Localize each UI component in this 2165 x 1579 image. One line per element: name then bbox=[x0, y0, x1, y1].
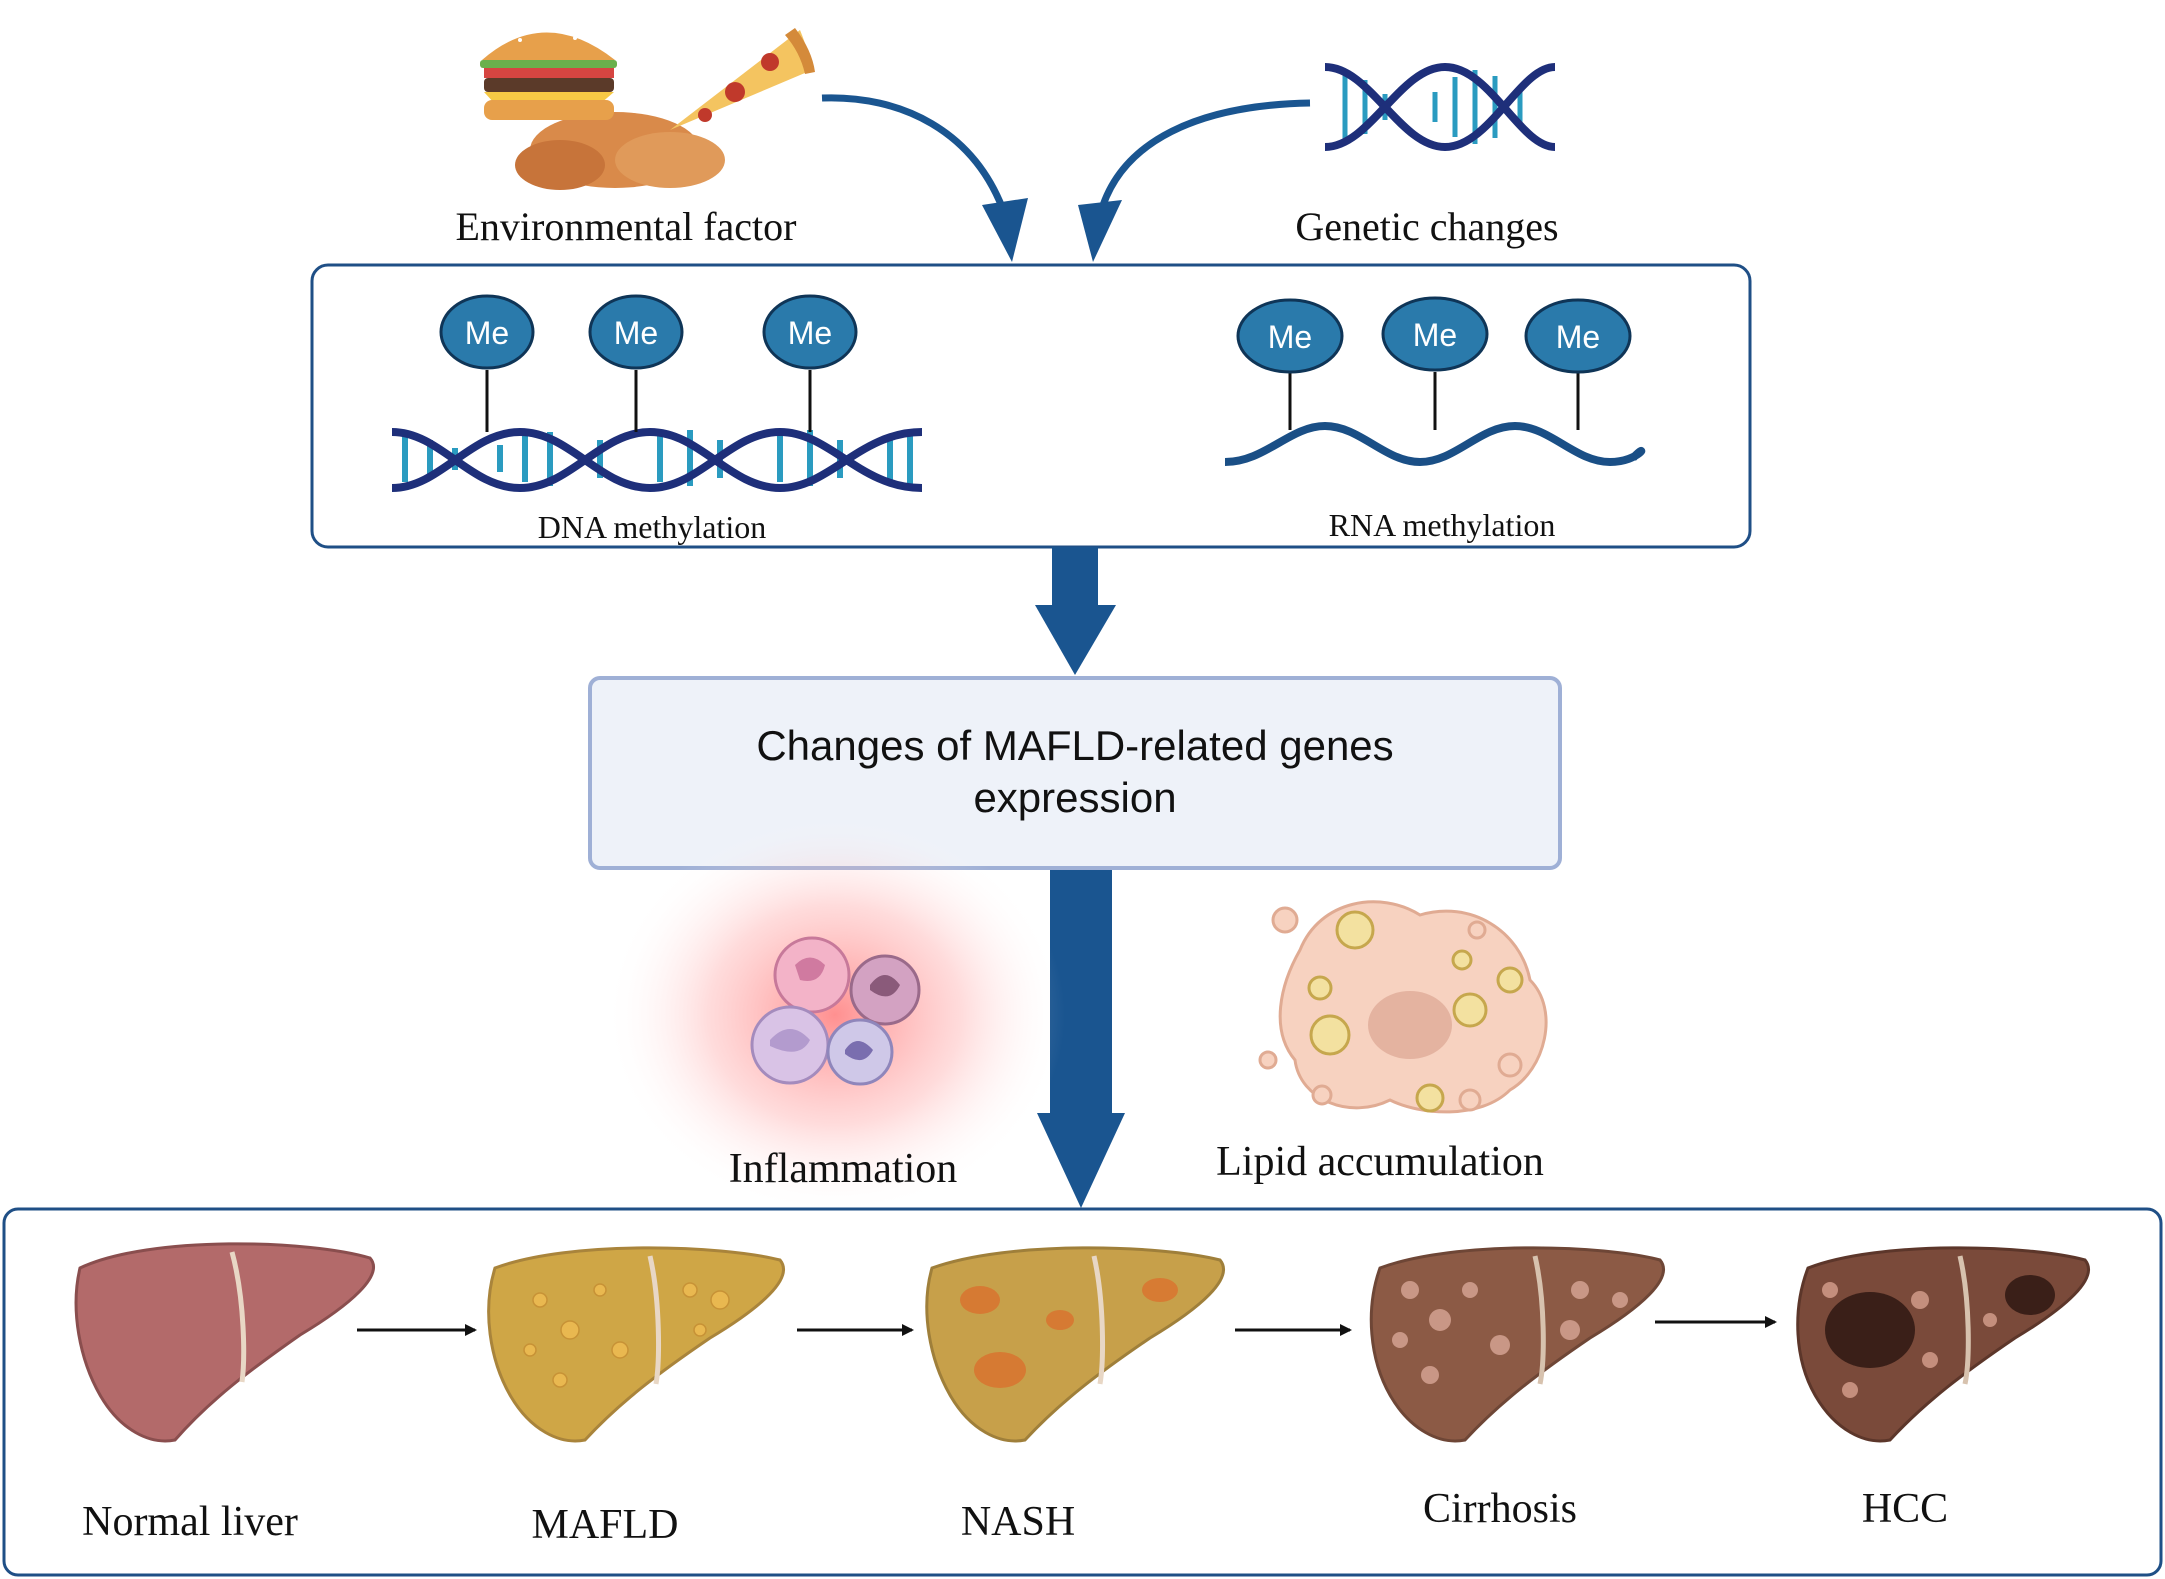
me-badge: Me bbox=[762, 294, 858, 370]
svg-text:Me: Me bbox=[614, 315, 658, 351]
genetic-changes-label: Genetic changes bbox=[1295, 204, 1558, 249]
dna-methylation-label: DNA methylation bbox=[538, 509, 766, 545]
inflammation-label: Inflammation bbox=[729, 1146, 958, 1192]
cirrhosis-liver-icon bbox=[1369, 1246, 1665, 1443]
svg-text:Me: Me bbox=[465, 315, 509, 351]
dna-me-tags: Me Me Me bbox=[439, 294, 858, 432]
rna-me-tags: Me Me Me bbox=[1236, 296, 1632, 430]
lipid-accumulation-label: Lipid accumulation bbox=[1216, 1139, 1544, 1185]
stage-label-mafld: MAFLD bbox=[531, 1502, 678, 1548]
dna-helix-icon bbox=[1324, 62, 1556, 152]
environmental-factor-label: Environmental factor bbox=[456, 204, 797, 249]
rna-methylation-label: RNA methylation bbox=[1329, 507, 1556, 543]
me-badge: Me bbox=[439, 294, 535, 370]
lipid-cell-icon bbox=[1258, 900, 1548, 1114]
svg-text:Me: Me bbox=[1556, 319, 1600, 355]
mafld-liver-icon bbox=[487, 1246, 785, 1443]
gene-expression-line2: expression bbox=[973, 774, 1176, 821]
normal-liver-icon bbox=[74, 1242, 375, 1443]
svg-text:Me: Me bbox=[788, 315, 832, 351]
me-badge: Me bbox=[1236, 298, 1344, 374]
dna-strand bbox=[391, 427, 923, 493]
me-badge: Me bbox=[1524, 298, 1632, 374]
rna-strand bbox=[1224, 421, 1646, 467]
svg-text:Me: Me bbox=[1413, 317, 1457, 353]
stage-label-nash: NASH bbox=[961, 1499, 1075, 1545]
food-icon bbox=[480, 28, 815, 190]
stage-label-hcc: HCC bbox=[1862, 1486, 1948, 1532]
nash-liver-icon bbox=[925, 1246, 1225, 1443]
curved-arrow-right bbox=[1078, 99, 1311, 262]
svg-text:Me: Me bbox=[1268, 319, 1312, 355]
curved-arrow-left bbox=[821, 94, 1028, 262]
methylation-box bbox=[310, 263, 1752, 549]
inflammation-cells-icon bbox=[605, 815, 1065, 1215]
me-badge: Me bbox=[588, 294, 684, 370]
stage-label-cirrhosis: Cirrhosis bbox=[1423, 1486, 1577, 1532]
down-arrow-1 bbox=[1035, 547, 1116, 675]
me-badge: Me bbox=[1381, 296, 1489, 372]
hcc-liver-icon bbox=[1796, 1246, 2090, 1443]
gene-expression-line1: Changes of MAFLD-related genes bbox=[756, 722, 1393, 769]
stage-label-normal-liver: Normal liver bbox=[82, 1499, 298, 1545]
